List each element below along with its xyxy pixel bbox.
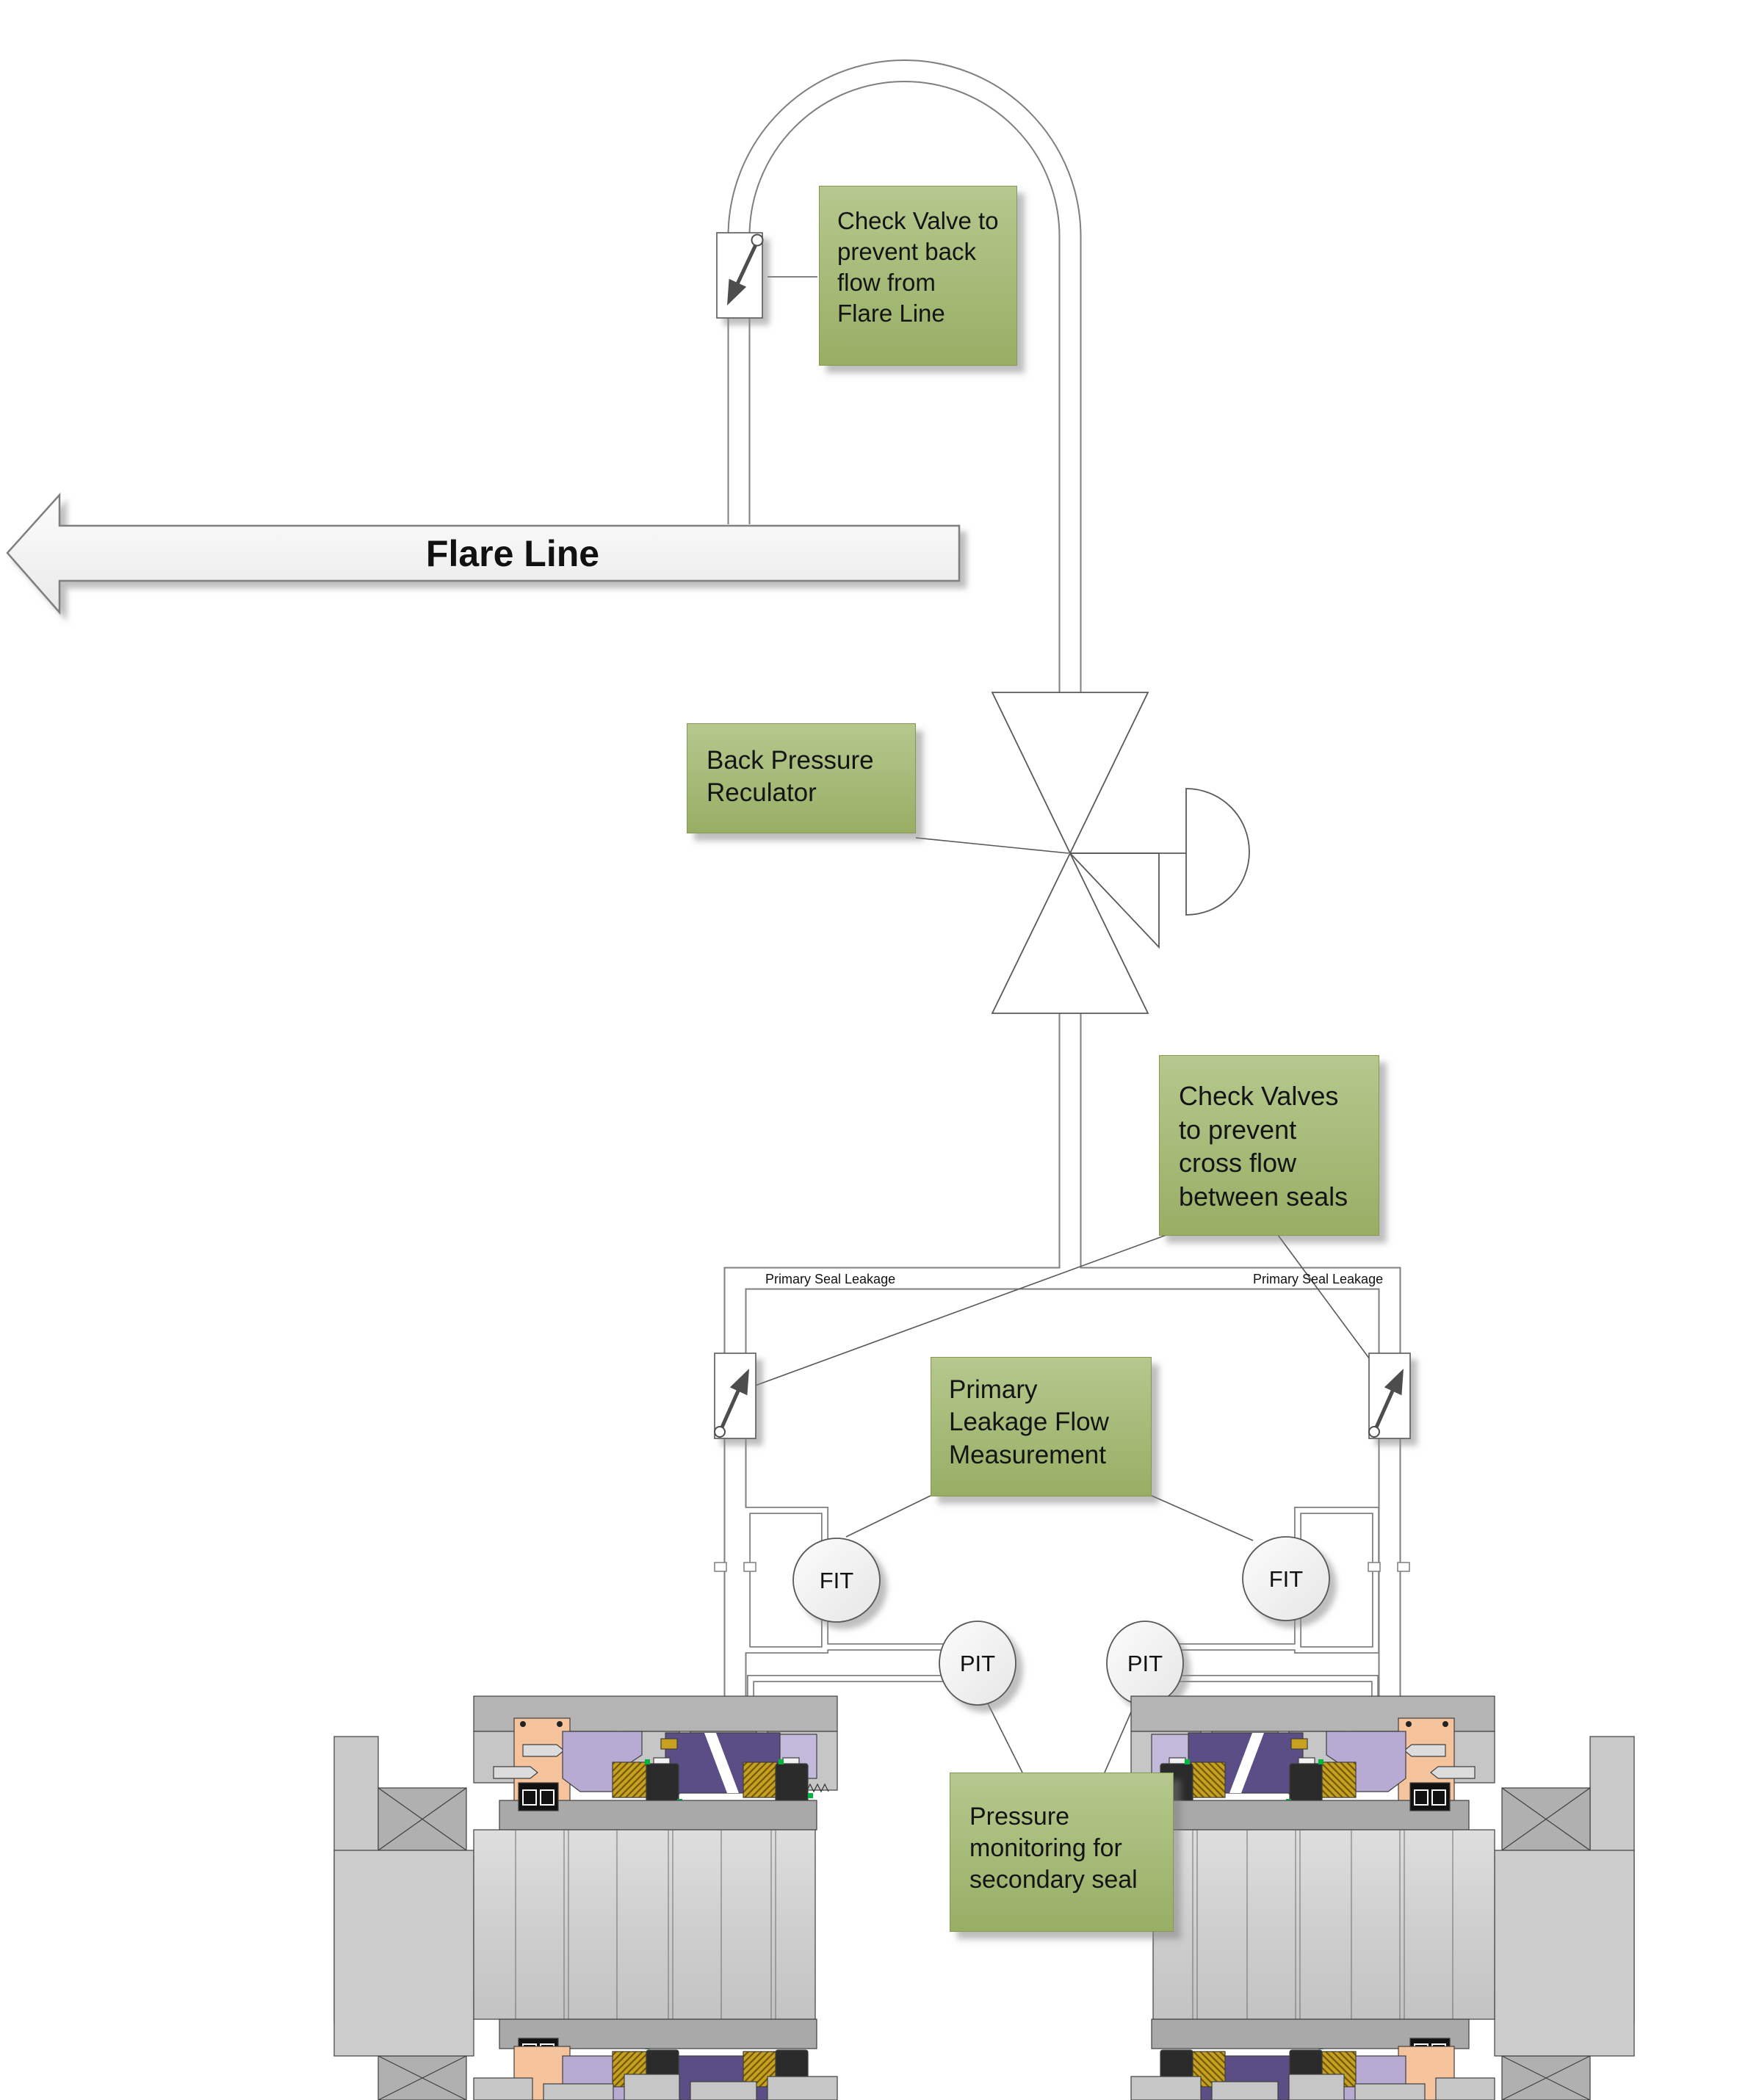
flare-line-arrow bbox=[6, 492, 961, 615]
label-primary-leakage-flow: Primary Leakage Flow Measurement bbox=[931, 1357, 1152, 1496]
check-valve-right-icon bbox=[1368, 1353, 1411, 1439]
primary-seal-leakage-right-label: Primary Seal Leakage bbox=[1253, 1272, 1383, 1286]
fit-right-bubble bbox=[1242, 1536, 1330, 1621]
pit-left-label: PIT bbox=[960, 1651, 995, 1676]
fit-right-label: FIT bbox=[1269, 1566, 1304, 1592]
flare-line-label: Flare Line bbox=[426, 533, 599, 574]
back-pressure-regulator-icon bbox=[991, 692, 1250, 1014]
primary-seal-leakage-left-label: Primary Seal Leakage bbox=[765, 1272, 895, 1286]
label-cross-flow-check-valves: Check Valves to prevent cross flow betwe… bbox=[1159, 1055, 1379, 1236]
label-pressure-monitoring: Pressure monitoring for secondary seal bbox=[950, 1773, 1174, 1932]
label-check-valve-top: Check Valve to prevent back flow from Fl… bbox=[819, 186, 1017, 366]
check-valve-top-icon bbox=[716, 232, 764, 319]
seal-cartridge-right bbox=[1130, 1695, 1635, 2100]
seal-cartridge-left bbox=[333, 1695, 838, 2100]
pit-right-label: PIT bbox=[1127, 1651, 1163, 1676]
instrument-bubbles bbox=[792, 1536, 1330, 1706]
pit-left-bubble bbox=[939, 1621, 1016, 1706]
pipe-network bbox=[714, 59, 1410, 1701]
pipe-union-icon bbox=[714, 1562, 1410, 1572]
fit-left-bubble bbox=[792, 1538, 881, 1623]
label-back-pressure-regulator: Back Pressure Reculator bbox=[687, 723, 916, 833]
fit-left-label: FIT bbox=[820, 1568, 854, 1593]
check-valve-left-icon bbox=[714, 1353, 756, 1439]
